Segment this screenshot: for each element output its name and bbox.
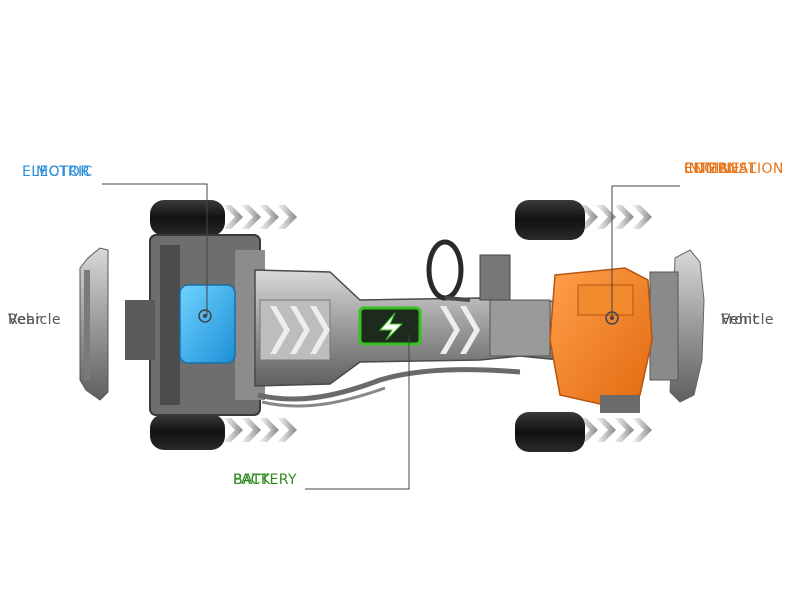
battery-leader-line [305,335,410,490]
rear-bumper [79,247,109,401]
wheels [150,200,585,452]
vehicle-rear-label-line-1: Vehicle [8,312,61,328]
vehicle-rear-label-line-2: Rear [8,312,42,328]
rear-left-wheel [150,200,225,236]
front-bumper [649,249,705,403]
vehicle-front-label-line-2: Front [721,312,759,328]
engine-label-line-2: COMBUSTION [684,161,784,177]
battery-pack-component [358,306,422,346]
electric-motor-component [179,284,236,364]
front-right-wheel [515,412,585,452]
vehicle-front-label-line-1: Vehicle [721,312,774,328]
leader-lines [102,183,680,490]
engine-leader-line [611,185,680,318]
rear-right-wheel [150,414,225,450]
battery-label-line-2: PACK [233,472,271,488]
motor-leader-line [102,183,208,316]
front-left-wheel [515,200,585,240]
battery-label-line-1: BATTERY [233,472,297,488]
steering-column [426,239,511,302]
electric-motor-label-line-2: MOTOR [36,164,91,180]
engine-label-line-1: INTERNAL [684,161,757,177]
engine-label-line-3: ENGINE [684,161,741,177]
electric-motor-label-line-1: ELECTRIC [22,164,93,180]
combustion-engine-component [549,267,653,413]
